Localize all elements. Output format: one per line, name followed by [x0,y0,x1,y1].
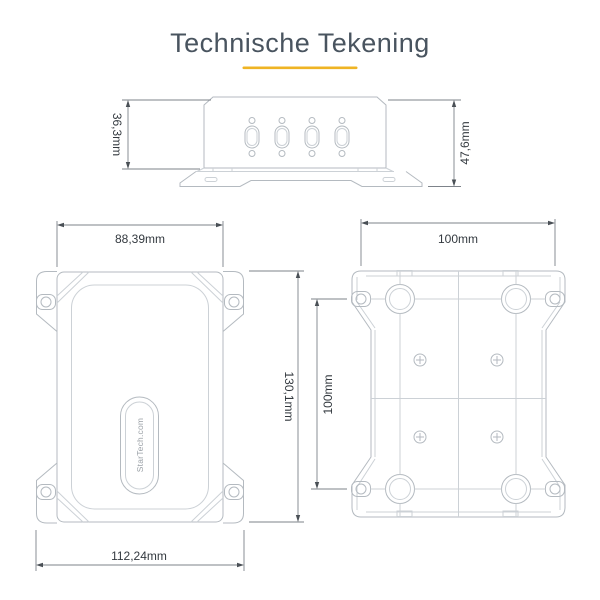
mounting-flange [36,271,58,332]
arrowhead-icon [548,220,555,226]
arrowhead-icon [125,162,131,169]
edge-tab [502,510,519,517]
arrowhead-icon [36,562,43,568]
arrowhead-icon [451,100,457,107]
edge-tab [502,270,519,277]
edge-tab [396,270,413,277]
dimension-total-height: 47,6mm [388,99,472,187]
screw-boss-icon [385,284,415,314]
dim-label-hole-spacing-vertical: 100mm [321,374,335,414]
dim-label-body-width: 88,39mm [115,232,165,246]
mounting-flange [222,462,244,524]
enclosure-outline [56,271,224,523]
db9-port-icon [274,117,290,157]
title-underline [242,66,358,70]
startech-logo: StarTech.com [120,396,159,495]
screw-icon [413,430,427,444]
arrowhead-icon [361,220,368,226]
dim-label-flange-width: 112,24mm [111,549,167,563]
screw-boss-icon [501,284,531,314]
screw-boss-icon [501,474,531,504]
mounting-flange [222,271,244,332]
arrowhead-icon [237,562,244,568]
mounting-slot-icon [351,481,371,497]
dimension-hole-spacing-vertical: 100mm [311,298,347,490]
arrowhead-icon [451,179,457,187]
db9-port-icon [244,117,260,157]
arrowhead-icon [314,482,320,489]
arrowhead-icon [57,222,64,228]
dimension-length: 130,1mm [249,270,304,523]
screw-icon [413,353,427,367]
mounting-slot-icon [36,484,56,500]
view-side-elevation: 36,3mm 47,6mm [110,96,472,187]
dim-label-length: 130,1mm [282,371,296,421]
view-top-face: StarTech.com 88,39mm 130,1mm [35,221,304,571]
screw-icon [490,353,504,367]
mounting-slot-icon [545,291,565,307]
brand-logo-text: StarTech.com [135,418,145,472]
mounting-flange [36,462,58,524]
mounting-slot-icon [351,291,371,307]
dim-label-body-height: 36,3mm [110,113,124,156]
mounting-slot-icon [224,484,244,500]
db9-port-icon [304,117,320,157]
arrowhead-icon [216,222,223,228]
mounting-slot-icon [224,294,244,310]
mounting-slot-icon [36,294,56,310]
dim-label-hole-spacing-horizontal: 100mm [438,232,478,246]
view-bottom-face: 100mm 100mm [311,219,566,518]
enclosure-dome [71,284,209,510]
dimension-body-width: 88,39mm [56,221,224,267]
arrowhead-icon [295,515,301,522]
base-slot-icon [382,177,396,182]
screw-icon [490,430,504,444]
arrowhead-icon [125,100,131,107]
dimension-body-height: 36,3mm [110,99,211,170]
baseplate-outline [351,270,566,518]
arrowhead-icon [295,271,301,278]
dimension-hole-spacing-horizontal: 100mm [360,219,556,266]
arrowhead-icon [314,299,320,306]
page-title: Technische Tekening [170,28,430,58]
base-slot-icon [204,177,218,182]
dim-label-total-height: 47,6mm [458,121,472,164]
screw-boss-icon [385,474,415,504]
dimension-flange-width: 112,24mm [35,530,245,571]
db9-port-icon [334,117,350,157]
mounting-slot-icon [545,481,565,497]
edge-tab [396,510,413,517]
